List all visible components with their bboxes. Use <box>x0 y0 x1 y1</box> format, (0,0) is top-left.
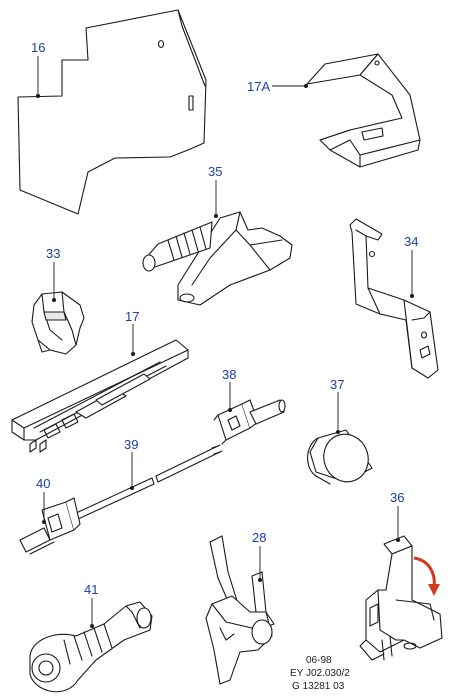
callout-38: 38 <box>222 367 237 382</box>
part-17-rail <box>11 339 189 453</box>
callout-36: 36 <box>390 490 405 505</box>
callout-37: 37 <box>330 377 345 392</box>
callout-35: 35 <box>208 164 223 179</box>
reference-code: EY J02.030/2 <box>290 668 350 679</box>
part-41-gaiter <box>29 601 153 693</box>
part-34-bracket <box>349 218 439 379</box>
rotate-arrow-icon <box>413 556 440 596</box>
part-37-cap <box>307 429 373 485</box>
reference-date: 06-98 <box>306 655 332 666</box>
part-35-boot <box>142 211 293 306</box>
leader-lines <box>36 56 414 628</box>
callout-28: 28 <box>252 530 267 545</box>
callout-17: 17 <box>125 309 140 324</box>
callout-16: 16 <box>31 40 46 55</box>
callout-17a: 17A <box>247 79 271 94</box>
part-16-panel <box>17 9 207 215</box>
callout-41: 41 <box>84 582 99 597</box>
part-40-grommet <box>19 497 81 555</box>
callout-33: 33 <box>46 246 61 261</box>
part-38-grommet <box>213 399 286 445</box>
callout-40: 40 <box>36 476 51 491</box>
callout-34: 34 <box>404 234 419 249</box>
part-39-cable <box>73 444 223 521</box>
part-36-clip <box>359 535 443 661</box>
part-17a-bracket <box>306 53 421 168</box>
part-33-clip <box>31 291 85 355</box>
reference-drawing-number: G 13281 03 <box>292 681 345 692</box>
part-28-clip <box>205 535 275 685</box>
callout-39: 39 <box>124 437 139 452</box>
